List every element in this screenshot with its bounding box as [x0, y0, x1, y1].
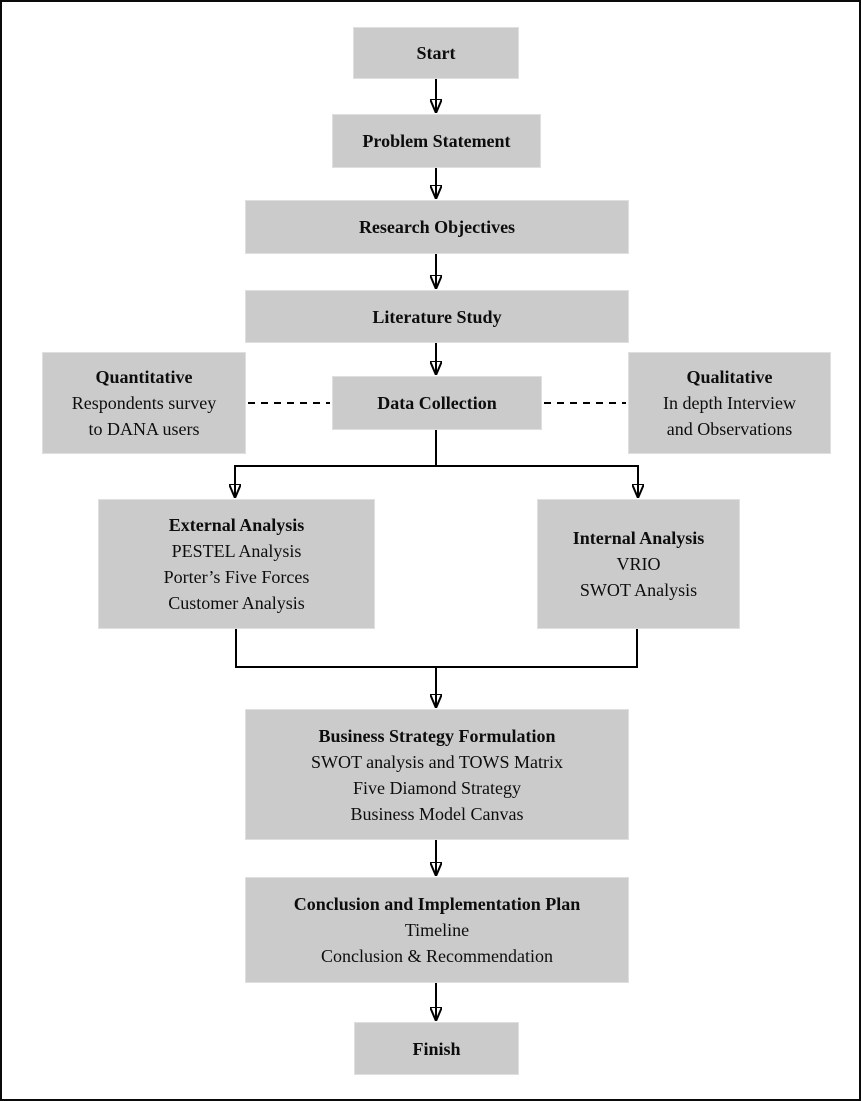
node-external-analysis-line: PESTEL Analysis — [171, 541, 302, 561]
node-research-objectives: Research Objectives — [245, 200, 629, 254]
node-quantitative-line: Respondents survey — [71, 393, 217, 413]
node-finish-title: Finish — [412, 1038, 461, 1059]
node-qualitative-line: In depth Interview — [663, 393, 796, 413]
node-internal-analysis-title: Internal Analysis — [572, 528, 705, 548]
node-business-strategy-title: Business Strategy Formulation — [318, 725, 556, 746]
node-qualitative: Qualitative In depth Interview and Obser… — [628, 352, 831, 454]
node-conclusion-line: Conclusion & Recommendation — [321, 946, 553, 966]
node-internal-analysis-line: VRIO — [616, 554, 661, 574]
node-business-strategy-line: Five Diamond Strategy — [353, 777, 521, 798]
node-quantitative-line: to DANA users — [88, 419, 200, 439]
node-external-analysis-line: Customer Analysis — [168, 593, 305, 613]
edge-data-collection-branch — [234, 430, 639, 497]
node-literature-study: Literature Study — [245, 290, 629, 343]
node-start: Start — [353, 27, 519, 79]
node-internal-analysis: Internal Analysis VRIO SWOT Analysis — [537, 499, 740, 629]
node-qualitative-line: and Observations — [666, 419, 793, 439]
node-research-objectives-title: Research Objectives — [358, 217, 516, 237]
node-problem-statement: Problem Statement — [332, 114, 541, 168]
node-business-strategy-line: SWOT analysis and TOWS Matrix — [311, 751, 563, 772]
node-business-strategy-line: Business Model Canvas — [350, 803, 524, 824]
node-qualitative-title: Qualitative — [686, 367, 773, 387]
node-external-analysis-title: External Analysis — [168, 515, 305, 535]
node-literature-study-title: Literature Study — [372, 306, 502, 327]
node-start-title: Start — [416, 43, 456, 63]
node-external-analysis: External Analysis PESTEL Analysis Porter… — [98, 499, 375, 629]
node-business-strategy-formulation: Business Strategy Formulation SWOT analy… — [245, 709, 629, 840]
node-data-collection-title: Data Collection — [377, 393, 497, 413]
node-conclusion-title: Conclusion and Implementation Plan — [293, 894, 581, 914]
edge-analysis-merge-to-business-strategy — [235, 629, 638, 707]
node-problem-statement-title: Problem Statement — [362, 131, 511, 151]
node-finish: Finish — [354, 1022, 519, 1075]
node-data-collection: Data Collection — [332, 376, 542, 430]
node-conclusion-line: Timeline — [404, 920, 470, 940]
node-quantitative: Quantitative Respondents survey to DANA … — [42, 352, 246, 454]
node-conclusion-implementation-plan: Conclusion and Implementation Plan Timel… — [245, 877, 629, 983]
node-internal-analysis-line: SWOT Analysis — [579, 580, 698, 600]
node-quantitative-title: Quantitative — [95, 367, 193, 387]
node-external-analysis-line: Porter’s Five Forces — [163, 567, 310, 587]
